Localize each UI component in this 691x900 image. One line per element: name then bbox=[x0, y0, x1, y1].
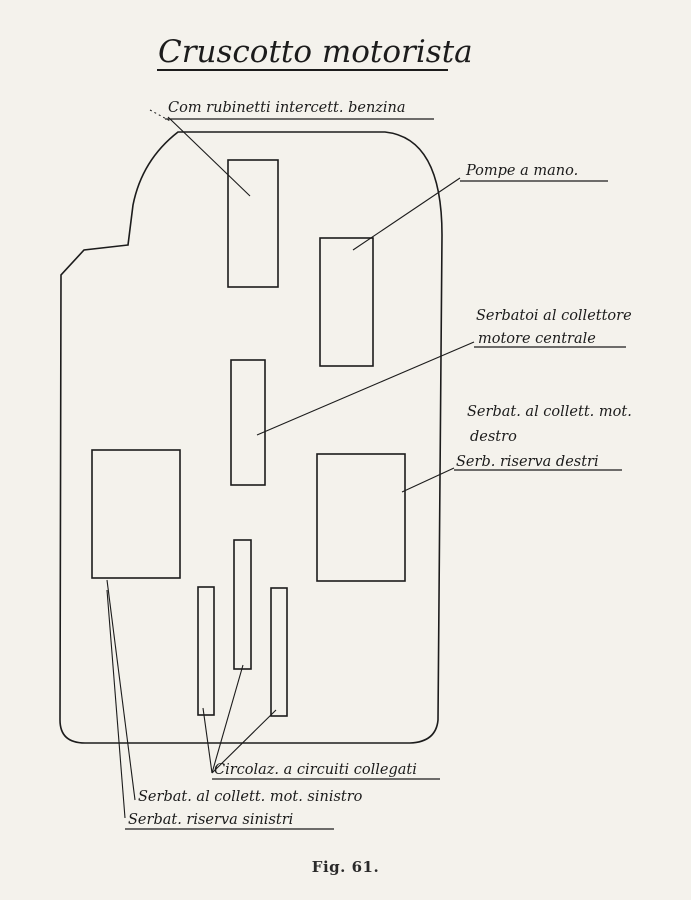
label-sinistro: Serbat. al collett. mot. sinistro bbox=[138, 789, 363, 805]
label-riserva-destri: Serb. riserva destri bbox=[456, 454, 599, 470]
label-circolaz: Circolaz. a circuiti collegati bbox=[214, 762, 417, 778]
circuit-gauge-left bbox=[197, 586, 215, 716]
figure-caption: Fig. 61. bbox=[311, 858, 380, 876]
right-tank-gauge-box bbox=[316, 453, 406, 582]
leader-circ-3 bbox=[211, 709, 277, 774]
label-destro-1: Serbat. al collett. mot. bbox=[467, 404, 632, 420]
leader-sinistro bbox=[106, 579, 136, 801]
leader-destri bbox=[401, 467, 455, 493]
diagram-title: Cruscotto motorista bbox=[158, 34, 473, 70]
leader-circ-2 bbox=[211, 664, 244, 774]
label-serbatoi-centrale-2: motore centrale bbox=[478, 331, 596, 347]
leader-centrale bbox=[256, 341, 475, 436]
leader-pompe bbox=[352, 177, 461, 251]
circuit-gauge-right bbox=[270, 587, 288, 717]
left-tank-gauge-box bbox=[91, 449, 181, 579]
hand-pump-box bbox=[319, 237, 374, 367]
leader-circ-1 bbox=[202, 707, 213, 774]
label-destro-2: destro bbox=[470, 429, 517, 445]
leader-rubinetti bbox=[167, 116, 251, 197]
center-engine-tank-gauge bbox=[230, 359, 266, 486]
label-riserva-sinistri: Serbat. riserva sinistri bbox=[128, 812, 293, 828]
panel-outline bbox=[59, 131, 443, 744]
fuel-cock-box bbox=[227, 159, 279, 288]
label-rubinetti: Com rubinetti intercett. benzina bbox=[168, 100, 406, 116]
label-pompe: Pompe a mano. bbox=[465, 163, 578, 179]
leader-riserva-sinistri bbox=[106, 589, 126, 819]
circuit-gauge-center bbox=[233, 539, 252, 670]
leader-rubinetti-dots bbox=[149, 109, 173, 123]
label-serbatoi-centrale-1: Serbatoi al collettore bbox=[476, 308, 632, 324]
